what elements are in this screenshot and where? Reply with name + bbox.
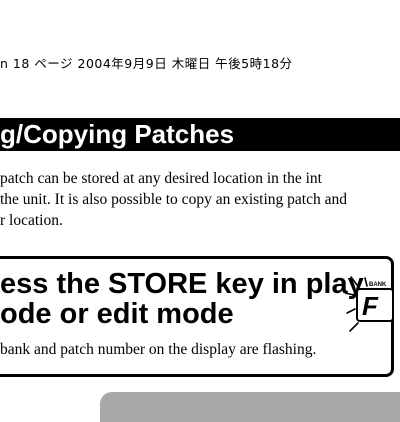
next-step-tab bbox=[100, 392, 400, 422]
intro-line: the unit. It is also possible to copy an… bbox=[0, 191, 347, 208]
display-readout: F bbox=[362, 291, 379, 321]
step-box: ess the STORE key in play ode or edit mo… bbox=[0, 256, 394, 377]
section-title: g/Copying Patches bbox=[0, 119, 235, 149]
intro-line: patch can be stored at any desired locat… bbox=[0, 170, 322, 187]
intro-paragraph: patch can be stored at any desired locat… bbox=[0, 168, 400, 231]
step-heading-line: ode or edit mode bbox=[0, 298, 234, 330]
bank-label: BANK bbox=[369, 282, 387, 288]
section-title-bar: g/Copying Patches bbox=[0, 118, 400, 151]
step-heading-line: ess the STORE key in play bbox=[0, 268, 364, 300]
running-header: n 18 ページ 2004年9月9日 木曜日 午後5時18分 bbox=[0, 56, 293, 71]
step-heading: ess the STORE key in play ode or edit mo… bbox=[0, 269, 364, 329]
step-description: bank and patch number on the display are… bbox=[0, 341, 317, 358]
flash-rays-icon bbox=[345, 276, 368, 332]
intro-line: r location. bbox=[0, 212, 63, 229]
flashing-display-icon: BANK F bbox=[345, 276, 394, 332]
